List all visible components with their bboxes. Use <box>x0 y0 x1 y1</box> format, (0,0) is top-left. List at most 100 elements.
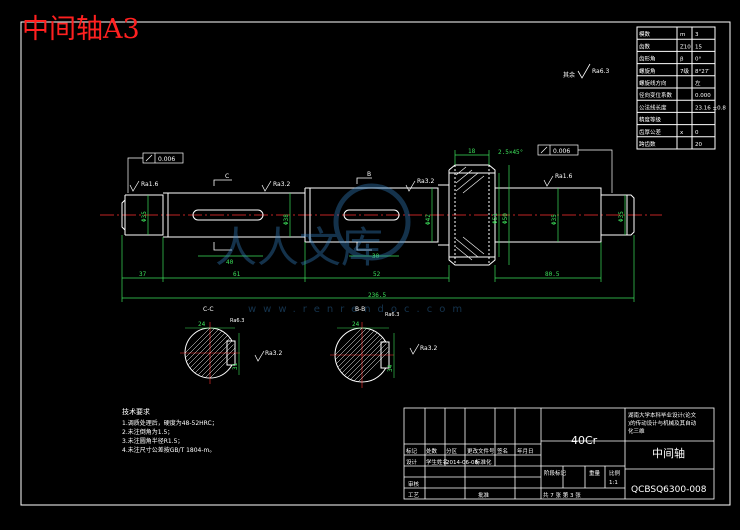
param-cell: β <box>680 57 684 63</box>
dim-key1: 40 <box>226 259 234 266</box>
param-cell: 跨齿数 <box>639 140 656 148</box>
dim-gear-width: 18 <box>468 148 476 155</box>
dim-d-right2: Φ35 <box>618 211 625 222</box>
tb-stage: 阶段标记 <box>544 469 567 477</box>
tb-approve: 批准 <box>478 491 490 499</box>
title-block <box>403 407 715 500</box>
param-cell: 精度等级 <box>639 116 662 124</box>
chamfer-label: 2.5×45° <box>498 149 523 156</box>
diameter-dimensions <box>147 165 626 265</box>
param-cell: 15 <box>695 44 702 50</box>
svg-text:Ra3.2: Ra3.2 <box>420 345 437 352</box>
dim-key2: 30 <box>372 253 380 260</box>
param-cell: 齿数 <box>639 42 651 50</box>
title-row-label: 更改文件号 <box>467 447 495 455</box>
svg-text:B-B: B-B <box>355 306 365 313</box>
title-row-label: 分区 <box>446 447 458 455</box>
svg-text:34: 34 <box>387 364 394 372</box>
svg-text:Ra6.3: Ra6.3 <box>230 318 244 324</box>
param-cell: m <box>680 32 685 38</box>
tech-req-line: 2.未注倒角为1.5； <box>122 428 173 436</box>
param-cell: 螺旋角 <box>639 67 656 75</box>
section-marker-b: B <box>367 171 371 178</box>
dim-seg2: 61 <box>233 271 241 278</box>
tolerance-frame-left <box>127 152 184 193</box>
svg-text:Ra3.2: Ra3.2 <box>265 350 282 357</box>
section-view-b: B-B 24 34 Ra3.2 Ra6.3 <box>330 306 437 388</box>
tech-req-line: 3.未注圆角半径R1.5； <box>122 437 183 445</box>
param-cell: 8°27′ <box>695 69 710 75</box>
tolerance-frame-right <box>537 144 613 193</box>
svg-text:C-C: C-C <box>203 306 214 313</box>
param-cell: 径向变位系数 <box>639 91 673 99</box>
tb-drawing-no: QCBSQ6300-008 <box>631 485 707 495</box>
param-cell: 左 <box>695 79 701 87</box>
param-cell: 20 <box>695 142 702 148</box>
svg-text:24: 24 <box>198 321 206 328</box>
length-dimensions <box>121 150 635 302</box>
param-cell: 齿厚公差 <box>639 128 662 136</box>
dim-d-right1: Φ35 <box>551 214 558 225</box>
tb-date: 2014-06-08 <box>446 460 478 466</box>
svg-text:Ra1.6: Ra1.6 <box>555 173 572 180</box>
param-cell: 公法线长度 <box>639 103 667 111</box>
gear-section-hatch <box>455 166 485 261</box>
param-cell: Z10 <box>680 44 691 50</box>
param-cell: x <box>680 130 684 136</box>
technical-requirements: 技术要求 1.调质处理后，硬度为48-52HRC；2.未注倒角为1.5；3.未注… <box>122 407 218 454</box>
svg-text:www.renrendoc.com: www.renrendoc.com <box>248 304 469 315</box>
tb-standard: 标准化 <box>475 458 492 466</box>
title-row-label: 签名 <box>497 447 508 455</box>
svg-text:24: 24 <box>352 321 360 328</box>
watermark-logo: 人人文库 www.renrendoc.com <box>215 183 469 315</box>
school-line: 化三维 <box>628 427 645 435</box>
svg-text:技术要求: 技术要求 <box>122 407 150 416</box>
dim-seg4: 80.5 <box>545 271 560 278</box>
tb-material: 40Cr <box>571 434 598 447</box>
dim-d-left: Φ35 <box>141 211 148 222</box>
dim-d-gear1: Φ51 <box>492 213 499 224</box>
svg-text:Ra6.3: Ra6.3 <box>385 312 399 318</box>
roughness-labels: Ra1.6 Ra3.2 Ra3.2 Ra1.6 <box>129 173 572 192</box>
svg-text:Ra1.6: Ra1.6 <box>141 181 158 188</box>
param-cell: 模数 <box>639 30 651 38</box>
tech-req-line: 4.未注尺寸公差按GB/T 1804-m。 <box>122 446 215 454</box>
tb-process: 工艺 <box>408 492 420 499</box>
tb-designer: 学生姓名 <box>426 458 448 466</box>
title-row-label: 标记 <box>406 447 418 455</box>
drawing-title: 中间轴A3 <box>22 14 140 45</box>
tb-scale: 1:1 <box>609 480 618 486</box>
svg-text:Ra3.2: Ra3.2 <box>273 181 290 188</box>
param-cell: 螺旋线方向 <box>639 79 667 87</box>
section-marker-c: C <box>225 173 229 180</box>
param-cell: 0 <box>695 130 699 136</box>
tb-design: 设计 <box>406 458 418 466</box>
shaft-outline <box>121 164 635 266</box>
param-cell: 3 <box>695 32 699 38</box>
title-row-label: 年月日 <box>517 447 534 455</box>
dim-seg3: 52 <box>373 271 381 278</box>
title-row-label: 处数 <box>426 447 438 455</box>
param-cell: 0° <box>695 57 701 63</box>
svg-text:其余: 其余 <box>563 71 575 79</box>
keyways <box>192 209 400 221</box>
param-cell: 7级 <box>680 67 689 75</box>
dim-d-mid2: Φ42 <box>425 214 432 225</box>
school-line: 湖南大学本科毕业设计(论文 <box>628 411 697 419</box>
general-roughness: 其余 Ra6.3 <box>563 63 609 79</box>
section-markers <box>213 177 372 251</box>
tolerance-right-value: 0.006 <box>553 148 570 155</box>
dim-d-mid1: Φ38 <box>283 214 290 225</box>
tb-sheet: 共 7 张 第 3 张 <box>543 491 581 499</box>
tolerance-left-value: 0.006 <box>158 156 175 163</box>
tb-weight: 重量 <box>589 469 601 477</box>
param-cell: 0.000 <box>695 93 711 99</box>
dim-seg1: 37 <box>139 271 147 278</box>
tech-req-line: 1.调质处理后，硬度为48-52HRC； <box>122 419 218 427</box>
param-cell: 齿形角 <box>639 55 656 63</box>
svg-text:Ra6.3: Ra6.3 <box>592 68 609 75</box>
dim-overall: 236.5 <box>368 292 386 299</box>
school-line: )的传动设计与机械及其自动 <box>628 419 697 427</box>
